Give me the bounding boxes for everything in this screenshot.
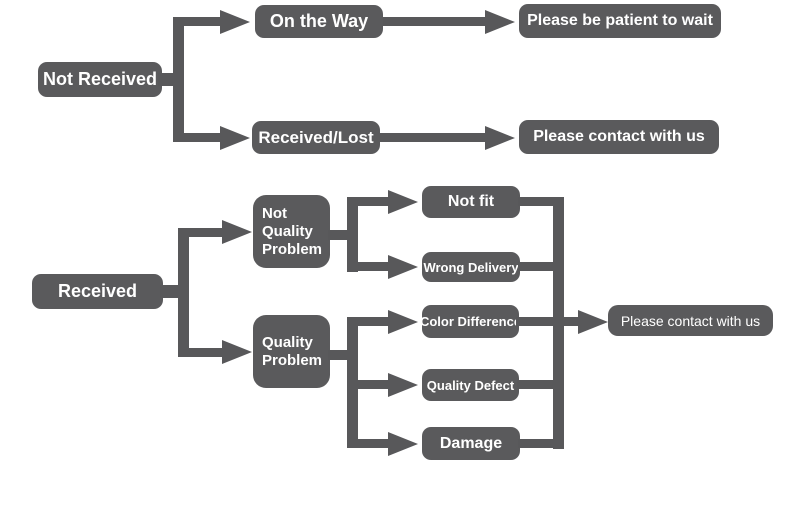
arrowhead-to-on-the-way <box>220 10 250 34</box>
arrowhead-to-be-patient <box>485 10 515 34</box>
node-not-fit: Not fit <box>422 186 520 218</box>
edge-received-to-qp-line <box>178 348 224 357</box>
edge-nqp-stub <box>328 230 352 240</box>
node-quality-defect: Quality Defect <box>422 369 519 401</box>
node-received: Received <box>32 274 163 309</box>
edge-quality-defect-to-collector <box>517 380 557 389</box>
node-please-be-patient-to-wait: Please be patient to wait <box>519 4 721 38</box>
arrowhead-to-color-difference <box>388 310 418 334</box>
edge-qp-to-color-difference-line <box>347 317 391 326</box>
node-received-lost: Received/Lost <box>252 121 380 154</box>
edge-qp-to-quality-defect-line <box>347 380 391 389</box>
arrowhead-to-contact-top <box>485 126 515 150</box>
edge-not-fit-to-collector <box>518 197 558 206</box>
edge-damage-to-collector <box>518 439 558 448</box>
edge-not-received-to-received-lost-line <box>173 133 222 142</box>
node-on-the-way: On the Way <box>255 5 383 38</box>
edge-nqp-to-not-fit-line <box>347 197 391 206</box>
edge-nqp-to-wrong-delivery-line <box>347 262 391 271</box>
arrowhead-to-not-fit <box>388 190 418 214</box>
edge-received-trunk <box>178 228 189 357</box>
edge-color-difference-to-collector <box>516 317 582 326</box>
arrowhead-to-quality-problem <box>222 340 252 364</box>
arrowhead-to-damage <box>388 432 418 456</box>
node-damage: Damage <box>422 427 520 460</box>
arrowhead-to-quality-defect <box>388 373 418 397</box>
node-wrong-delivery: Wrong Delivery <box>422 252 520 282</box>
node-color-difference: Color Difference <box>420 305 521 338</box>
node-please-contact-with-us-top: Please contact with us <box>519 120 719 154</box>
arrowhead-to-received-lost <box>220 126 250 150</box>
edge-nqp-trunk <box>347 197 358 272</box>
node-quality-problem: Quality Problem <box>253 315 330 388</box>
arrowhead-to-contact-bottom <box>578 310 608 334</box>
edge-on-the-way-to-be-patient-line <box>383 17 487 26</box>
edge-received-to-nqp-line <box>178 228 224 237</box>
node-not-received: Not Received <box>38 62 162 97</box>
arrowhead-to-wrong-delivery <box>388 255 418 279</box>
arrowhead-to-not-quality-problem <box>222 220 252 244</box>
edge-not-received-to-on-the-way-line <box>173 17 222 26</box>
edge-not-received-trunk <box>173 17 184 142</box>
edge-wrong-delivery-to-collector <box>518 262 558 271</box>
edge-received-lost-to-contact-line <box>380 133 487 142</box>
node-please-contact-with-us-bottom: Please contact with us <box>608 305 773 336</box>
edge-qp-to-damage-line <box>347 439 391 448</box>
node-not-quality-problem: Not Quality Problem <box>253 195 330 268</box>
edge-qp-stub <box>328 350 352 360</box>
